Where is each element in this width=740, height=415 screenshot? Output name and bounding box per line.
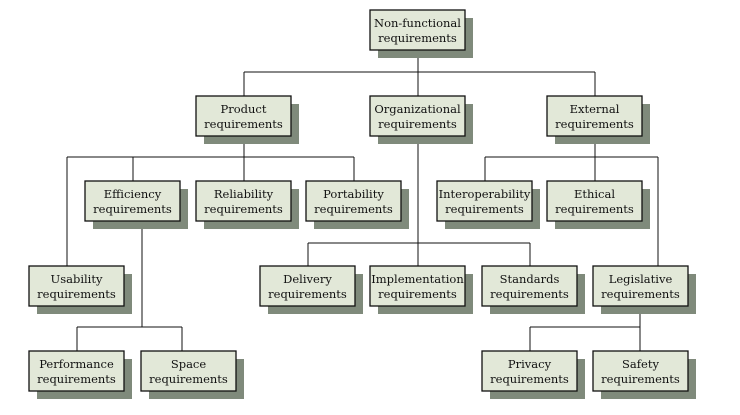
- node-box: [369, 265, 466, 307]
- node-label-line1: Interoperability: [439, 187, 531, 201]
- node-label-line1: Delivery: [283, 272, 332, 286]
- node-box: [546, 95, 643, 137]
- node-privacy: Privacy requirements: [481, 350, 585, 399]
- node-box: [481, 265, 578, 307]
- node-box: [195, 95, 292, 137]
- node-label-line1: Privacy: [508, 357, 552, 371]
- node-reliability: Reliability requirements: [195, 180, 299, 229]
- node-efficiency: Efficiency requirements: [84, 180, 188, 229]
- node-label-line2: requirements: [601, 287, 680, 301]
- node-label-line1: Performance: [39, 357, 114, 371]
- node-box: [369, 9, 466, 51]
- node-space: Space requirements: [140, 350, 244, 399]
- node-non-functional: Non-functional requirements: [369, 9, 473, 58]
- node-safety: Safety requirements: [592, 350, 696, 399]
- node-label-line2: requirements: [149, 372, 228, 386]
- node-label-line1: Implementation: [371, 272, 464, 286]
- node-label-line2: requirements: [93, 202, 172, 216]
- node-box: [84, 180, 181, 222]
- node-box: [546, 180, 643, 222]
- node-organizational: Organizational requirements: [369, 95, 473, 144]
- node-box: [28, 265, 125, 307]
- node-label-line2: requirements: [490, 287, 569, 301]
- node-label-line2: requirements: [490, 372, 569, 386]
- node-box: [436, 180, 533, 222]
- node-label-line2: requirements: [314, 202, 393, 216]
- node-box: [140, 350, 237, 392]
- node-label-line1: Usability: [51, 272, 103, 286]
- node-box: [195, 180, 292, 222]
- node-label-line2: requirements: [445, 202, 524, 216]
- node-label-line2: requirements: [204, 117, 283, 131]
- node-delivery: Delivery requirements: [259, 265, 363, 314]
- node-label-line2: requirements: [378, 117, 457, 131]
- node-box: [305, 180, 402, 222]
- node-product: Product requirements: [195, 95, 299, 144]
- node-implementation: Implementation requirements: [369, 265, 473, 314]
- node-box: [369, 95, 466, 137]
- node-interoperability: Interoperability requirements: [436, 180, 540, 229]
- node-label-line2: requirements: [204, 202, 283, 216]
- node-label-line1: Non-functional: [374, 16, 461, 30]
- node-label-line1: Legislative: [609, 272, 673, 286]
- node-label-line1: Reliability: [214, 187, 274, 201]
- node-box: [28, 350, 125, 392]
- node-label-line1: External: [570, 102, 620, 116]
- node-label-line2: requirements: [555, 117, 634, 131]
- node-label-line1: Standards: [500, 272, 560, 286]
- node-external: External requirements: [546, 95, 650, 144]
- node-label-line2: requirements: [378, 31, 457, 45]
- node-label-line2: requirements: [268, 287, 347, 301]
- node-ethical: Ethical requirements: [546, 180, 650, 229]
- node-label-line1: Space: [171, 357, 207, 371]
- node-label-line2: requirements: [37, 287, 116, 301]
- node-label-line1: Ethical: [574, 187, 615, 201]
- node-performance: Performance requirements: [28, 350, 132, 399]
- node-label-line1: Safety: [622, 357, 659, 371]
- node-box: [592, 350, 689, 392]
- node-box: [592, 265, 689, 307]
- node-label-line1: Product: [221, 102, 267, 116]
- node-box: [259, 265, 356, 307]
- node-label-line2: requirements: [601, 372, 680, 386]
- node-label-line1: Organizational: [374, 102, 461, 116]
- node-label-line1: Portability: [323, 187, 384, 201]
- node-label-line2: requirements: [555, 202, 634, 216]
- node-box: [481, 350, 578, 392]
- node-usability: Usability requirements: [28, 265, 132, 314]
- node-standards: Standards requirements: [481, 265, 585, 314]
- node-label-line1: Efficiency: [104, 187, 162, 201]
- node-label-line2: requirements: [378, 287, 457, 301]
- node-label-line2: requirements: [37, 372, 116, 386]
- node-portability: Portability requirements: [305, 180, 409, 229]
- node-legislative: Legislative requirements: [592, 265, 696, 314]
